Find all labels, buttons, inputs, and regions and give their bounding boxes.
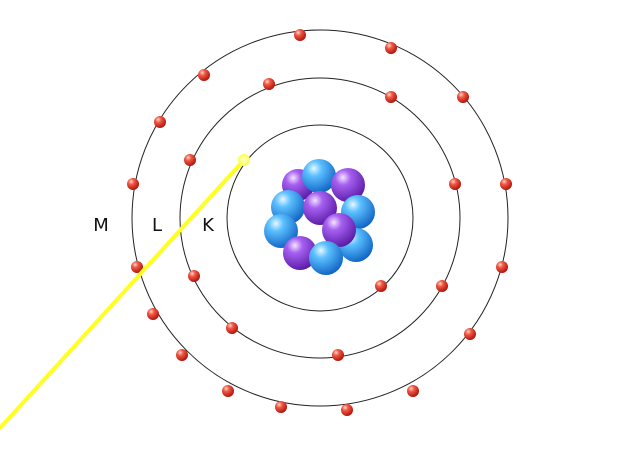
electron <box>188 270 200 282</box>
electron <box>263 78 275 90</box>
electrons-l-shell <box>184 78 461 361</box>
shell-label-k: K <box>202 215 215 236</box>
shell-label-m: M <box>93 215 109 236</box>
incoming-photon-beam <box>0 154 250 430</box>
electrons-m-shell <box>127 29 512 416</box>
orbit-m <box>131 29 509 407</box>
shell-label-l: L <box>152 215 162 236</box>
neutron <box>322 213 356 247</box>
electron <box>385 91 397 103</box>
electron <box>496 261 508 273</box>
orbit-l <box>179 77 461 359</box>
electron <box>375 280 387 292</box>
electron <box>147 308 159 320</box>
electron <box>127 178 139 190</box>
shell-labels: M L K <box>93 215 215 236</box>
electron <box>222 385 234 397</box>
electron <box>184 154 196 166</box>
electron <box>457 91 469 103</box>
electron <box>154 116 166 128</box>
electron <box>385 42 397 54</box>
electron <box>341 404 353 416</box>
electron <box>176 349 188 361</box>
proton <box>264 214 298 248</box>
electrons-k-shell <box>375 280 387 292</box>
photon-beam-line <box>0 158 246 430</box>
electron <box>275 401 287 413</box>
electron <box>407 385 419 397</box>
orbit-k <box>226 124 414 312</box>
electron <box>294 29 306 41</box>
nucleus <box>264 159 375 275</box>
neutron <box>283 236 317 270</box>
electron <box>226 322 238 334</box>
electron <box>449 178 461 190</box>
electron <box>332 349 344 361</box>
orbit-shells <box>131 29 509 407</box>
electron <box>436 280 448 292</box>
electron <box>198 69 210 81</box>
proton <box>302 159 336 193</box>
proton <box>309 241 343 275</box>
photon-impact-spot <box>238 154 250 166</box>
electron <box>500 178 512 190</box>
neutron <box>303 191 337 225</box>
electron <box>131 261 143 273</box>
electron <box>464 328 476 340</box>
neutron <box>331 168 365 202</box>
